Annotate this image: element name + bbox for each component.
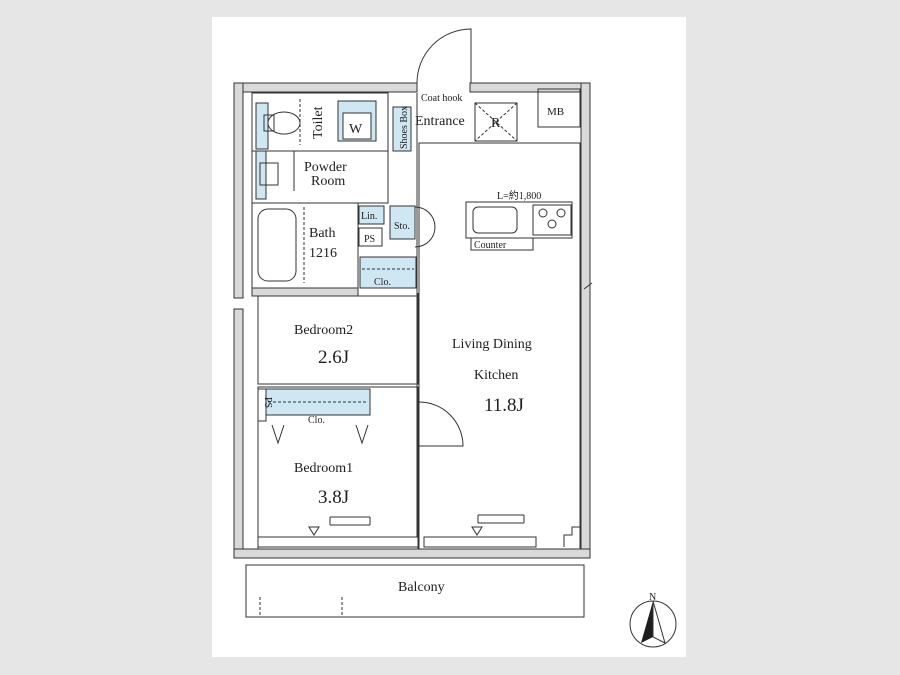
fixtures-top-right bbox=[474, 88, 581, 142]
entrance-door bbox=[416, 28, 472, 84]
floor-plan-sheet: Toilet W Shoes Box Coat hook Entrance R … bbox=[212, 17, 686, 657]
bedroom-fixtures bbox=[257, 282, 593, 548]
powder-room-label-2: Room bbox=[311, 174, 345, 189]
pipe-space-bedroom-label: PS bbox=[262, 397, 273, 408]
closet-bath-label: Clo. bbox=[374, 277, 391, 288]
storage-label: Sto. bbox=[394, 221, 410, 232]
refrigerator-label: R bbox=[491, 116, 501, 131]
floor-plan: Toilet W Shoes Box Coat hook Entrance R … bbox=[233, 28, 677, 648]
entrance-label: Entrance bbox=[415, 114, 465, 129]
kitchen-counter bbox=[465, 201, 573, 251]
balcony-label: Balcony bbox=[398, 580, 445, 595]
toilet-area bbox=[255, 99, 436, 289]
bedroom1-label: Bedroom1 bbox=[294, 461, 353, 476]
linen-label: Lin. bbox=[361, 211, 377, 222]
bath-label: Bath bbox=[309, 226, 335, 241]
pipe-space-label: PS bbox=[364, 234, 375, 245]
bedroom1-size-label: 3.8J bbox=[318, 487, 349, 508]
coat-hook-label: Coat hook bbox=[421, 93, 462, 104]
compass-icon bbox=[629, 600, 677, 648]
washer-label: W bbox=[349, 122, 363, 137]
ldk-label-2: Kitchen bbox=[474, 368, 518, 383]
counter-label: Counter bbox=[474, 240, 507, 251]
meter-box-label: MB bbox=[547, 106, 564, 118]
bedroom2-label: Bedroom2 bbox=[294, 323, 353, 338]
balcony bbox=[245, 564, 585, 618]
bedroom2-size-label: 2.6J bbox=[318, 347, 349, 368]
ldk-label-1: Living Dining bbox=[452, 337, 532, 352]
walls bbox=[233, 82, 591, 559]
bath-size-label: 1216 bbox=[309, 246, 337, 261]
kitchen-length-label: L=約1,800 bbox=[497, 189, 541, 202]
ldk-size-label: 11.8J bbox=[484, 395, 524, 416]
toilet-label: Toilet bbox=[311, 106, 326, 139]
shoes-box-label: Shoes Box bbox=[399, 106, 410, 149]
closet-bedroom1-label: Clo. bbox=[308, 415, 325, 426]
compass-north-label: N bbox=[649, 592, 656, 603]
powder-room-label-1: Powder bbox=[304, 160, 347, 175]
